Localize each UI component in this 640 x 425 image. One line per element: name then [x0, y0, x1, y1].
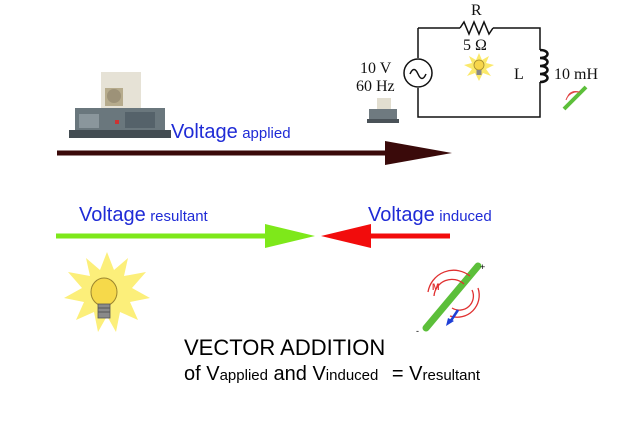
- magnetic-coil-icon: M + -: [416, 262, 485, 336]
- minus-sign: -: [416, 326, 419, 336]
- sine-wave-icon: [409, 68, 427, 80]
- plus-sign: +: [480, 262, 485, 272]
- light-bulb-icon: [464, 53, 494, 81]
- source-frequency: 60 Hz: [356, 78, 395, 95]
- generator-icon: [367, 98, 399, 123]
- resultant-voltage-arrow: [56, 224, 315, 248]
- caption-title: VECTOR ADDITION: [184, 335, 386, 360]
- ac-source-symbol: [403, 58, 433, 88]
- inductor-label: L: [514, 66, 524, 83]
- source-voltage: 10 V: [360, 60, 392, 77]
- inductor-value: 10 mH: [554, 66, 598, 83]
- resistor-symbol: [459, 20, 494, 36]
- resistor-value: 5 Ω: [463, 37, 487, 54]
- light-bulb-icon: [64, 252, 150, 332]
- m-label: M: [432, 282, 440, 292]
- caption-equation: of Vapplied and Vinduced = Vresultant: [184, 363, 481, 385]
- voltage-resultant-label: Voltage resultant: [79, 204, 208, 226]
- magnetic-coil-icon: [562, 85, 588, 111]
- resistor-label: R: [471, 2, 482, 19]
- circuit-wire-bottom: [417, 82, 541, 118]
- applied-voltage-arrow: [57, 141, 452, 165]
- inductor-symbol: [539, 48, 549, 84]
- generator-icon: [69, 72, 171, 138]
- voltage-applied-label: Voltage applied: [171, 121, 291, 143]
- circuit-wire-top-right: [493, 27, 541, 50]
- induced-voltage-arrow: [321, 224, 450, 248]
- voltage-induced-label: Voltage induced: [368, 204, 492, 226]
